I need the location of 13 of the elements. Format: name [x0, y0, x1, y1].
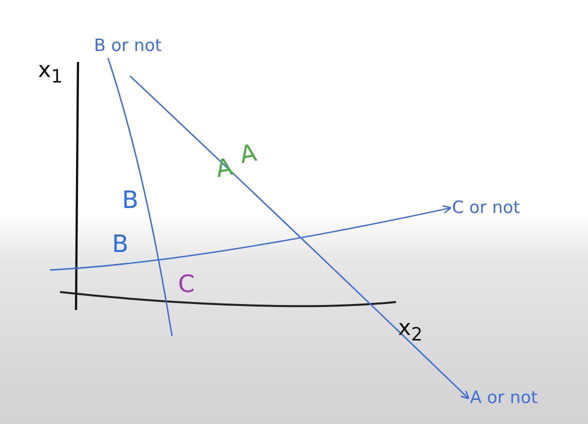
- line: [107, 58, 173, 336]
- region-label: B: [122, 188, 138, 212]
- region-label: A: [214, 154, 234, 182]
- axis-label: x$_{2}$: [398, 318, 423, 345]
- line: [130, 76, 470, 400]
- region-label: B: [112, 232, 128, 256]
- region-label: C: [178, 272, 195, 296]
- line-label: A or not: [470, 390, 538, 406]
- line-label: C or not: [452, 200, 520, 216]
- line: [50, 204, 452, 271]
- line-label: B or not: [94, 38, 162, 54]
- region-label: A: [238, 140, 258, 168]
- axis-label: x$_{1}$: [38, 60, 63, 87]
